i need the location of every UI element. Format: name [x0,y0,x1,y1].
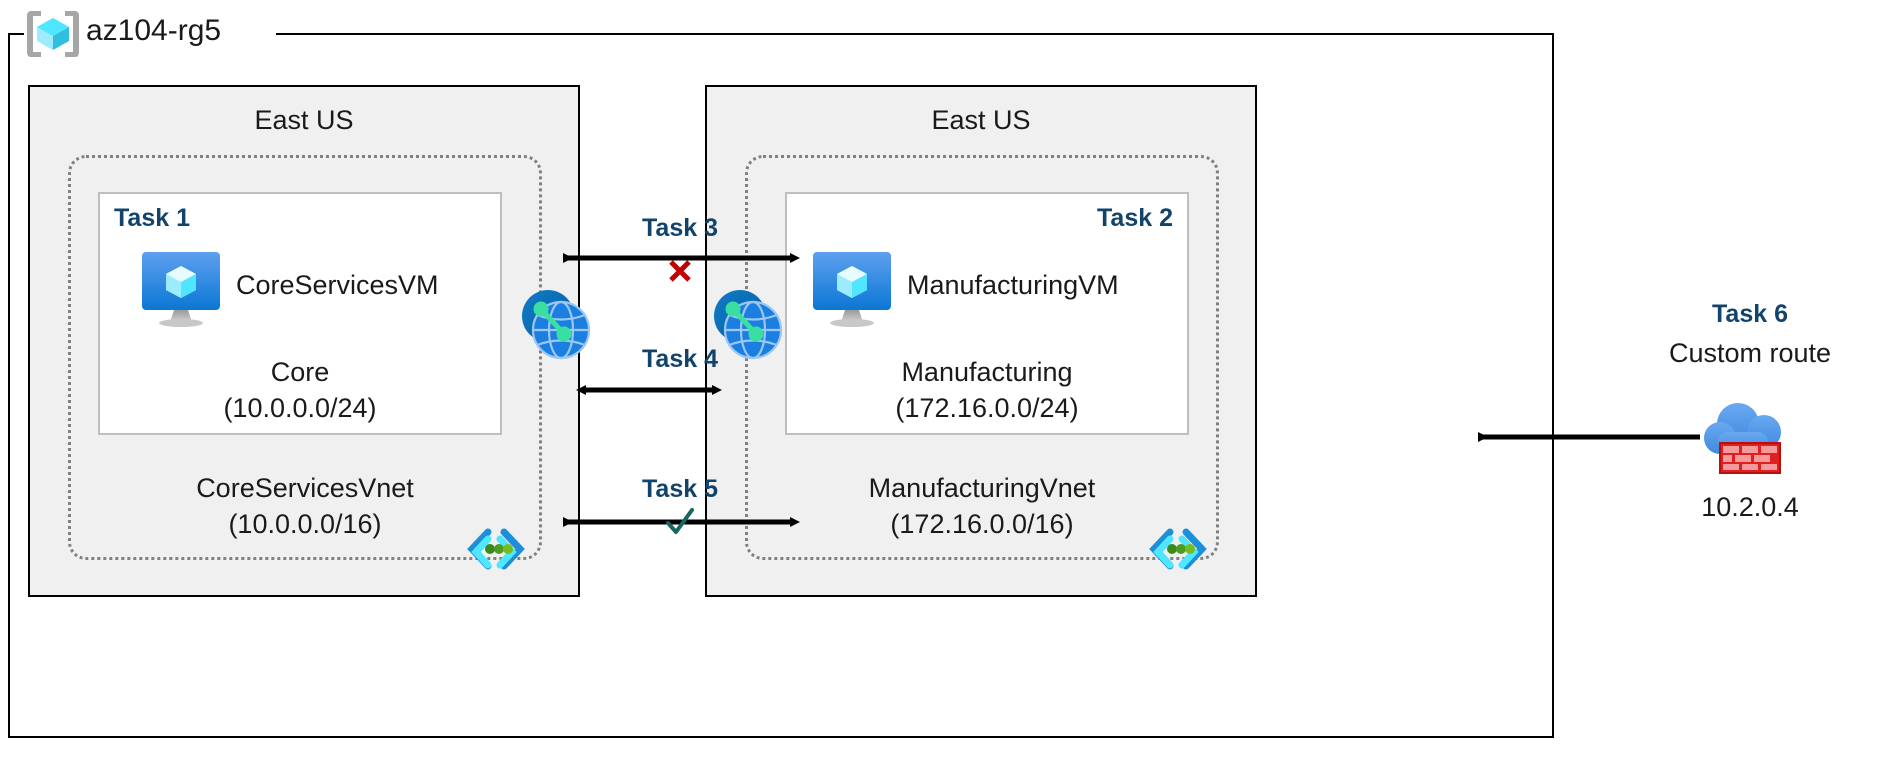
virtual-machine-icon-core [136,250,226,328]
azure-resource-group-icon [25,8,81,60]
task6-group: Task 6 Custom route [1620,300,1880,530]
vm-name-core: CoreServicesVM [236,270,439,300]
subnet-box-manufacturing: Task 2 [785,192,1189,435]
resource-group-name: az104-rg5 [86,14,222,47]
region-title-right: East US [931,105,1031,135]
vnet-label-manufacturing: ManufacturingVnet (172.16.0.0/16) [868,473,1096,540]
subnet-box-core: Task 1 [98,192,502,435]
subnet-endpoint-icon-core [466,528,526,570]
task-label-1: Task 1 [114,204,190,232]
task-label-2: Task 2 [1097,204,1173,232]
region-title-left: East US [254,105,354,135]
vnet-box-core [68,155,542,560]
task3-cross-icon [580,258,780,291]
subnet-label-core: Core (10.0.0.0/24) [223,357,377,424]
vnet-peering-icon-left [514,282,596,364]
center-task-label-5: Task 5 [642,475,718,503]
virtual-machine-icon-manufacturing [807,250,897,328]
task6-subtitle: Custom route [1668,338,1832,368]
subnet-endpoint-icon-manufacturing [1148,528,1208,570]
resource-group-frame [8,33,1554,738]
vnet-peering-icon-right [706,282,788,364]
task-label-6: Task 6 [1712,300,1788,328]
vm-name-manufacturing: ManufacturingVM [907,270,1119,300]
task6-ip-address: 10.2.0.4 [1701,492,1799,522]
task5-checkmark-icon [580,508,780,546]
vnet-label-core: CoreServicesVnet (10.0.0.0/16) [196,473,414,540]
center-task-label-3: Task 3 [642,214,718,242]
firewall-cloud-icon [1696,398,1804,480]
center-task-label-4: Task 4 [642,345,718,373]
subnet-label-manufacturing: Manufacturing (172.16.0.0/24) [895,357,1079,424]
